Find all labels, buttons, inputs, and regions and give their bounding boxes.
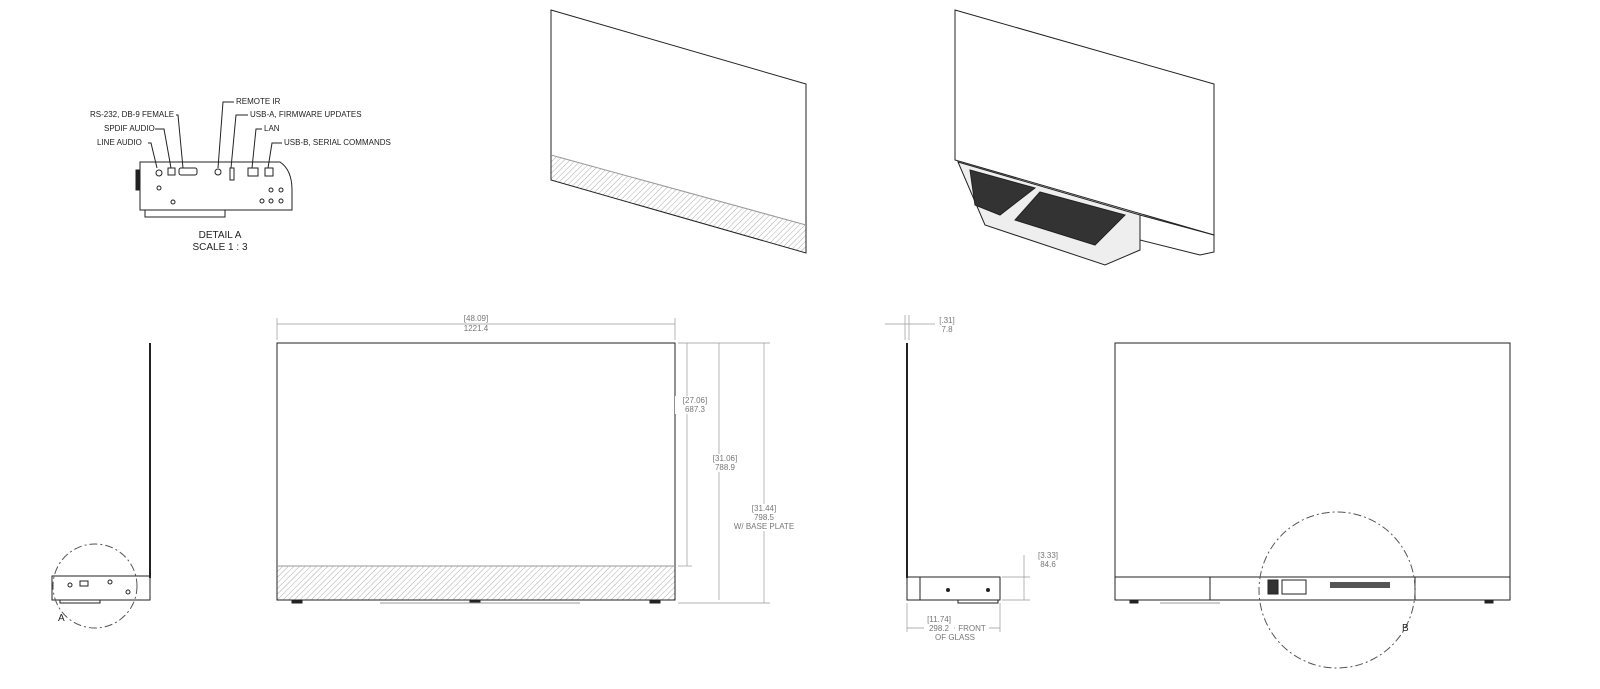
dim-total-height-in: [31.06] <box>705 454 745 463</box>
isometric-view-front <box>550 9 807 254</box>
detail-a-scale: SCALE 1 : 3 <box>192 242 248 253</box>
detail-b-marker: B <box>1402 623 1409 634</box>
callout-line-audio: LINE AUDIO <box>97 138 142 147</box>
isometric-view-back <box>954 9 1215 266</box>
dim-base-height-in: [31.44] <box>739 504 789 513</box>
dim-base-height-mm: 798.5 <box>739 513 789 522</box>
back-view <box>1114 342 1511 669</box>
front-dimension-lines <box>276 318 770 604</box>
side-view-right <box>906 343 1001 604</box>
dim-base-in: [3.33] <box>1037 551 1058 560</box>
detail-a-drawing <box>135 101 293 218</box>
callout-lan: LAN <box>264 124 280 133</box>
callout-usb-b: USB-B, SERIAL COMMANDS <box>284 138 391 147</box>
dim-base-height-note: W/ BASE PLATE <box>724 522 804 531</box>
dim-display-height-in: [27.06] <box>675 396 715 405</box>
dim-width-mm: 1221.4 <box>463 324 489 333</box>
callout-rs232: RS-232, DB-9 FEMALE <box>90 110 175 119</box>
callout-usb-a: USB-A, FIRMWARE UPDATES <box>250 110 362 119</box>
dim-glass-mm: 7.8 <box>941 325 953 334</box>
dim-depth-note-glass: OF GLASS <box>934 633 975 642</box>
callout-remote-ir: REMOTE IR <box>236 97 281 106</box>
dim-base-mm: 84.6 <box>1040 560 1056 569</box>
side-view-left <box>51 343 151 629</box>
dim-display-height-mm: 687.3 <box>675 405 715 414</box>
dim-depth-mm: 298.2 <box>924 624 954 633</box>
front-view <box>276 342 676 604</box>
detail-a-marker: A <box>58 613 65 624</box>
dim-width-in: [48.09] <box>456 314 496 323</box>
dim-depth-in: [11.74] <box>927 615 951 624</box>
dim-glass-in: [.31] <box>939 316 955 325</box>
dim-depth-note-front: FRONT <box>955 624 989 633</box>
dim-total-height-mm: 788.9 <box>705 463 745 472</box>
callout-spdif: SPDIF AUDIO <box>104 124 155 133</box>
detail-a-title: DETAIL A <box>198 230 242 241</box>
